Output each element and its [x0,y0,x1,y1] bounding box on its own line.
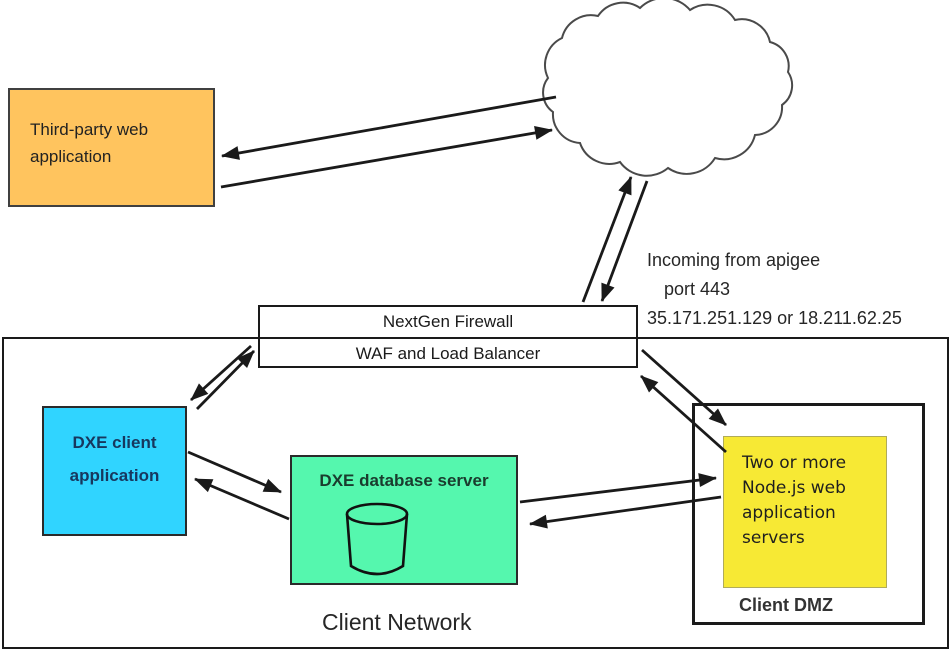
dxe-database-server-label: DXE database server [319,471,489,490]
arrow-cloud-to-firewall [600,180,649,302]
client-network-label: Client Network [322,609,472,635]
client-dmz-label: Client DMZ [739,595,833,615]
nodejs-servers-box: Two or more Node.js web application serv… [723,436,887,588]
incoming-note-line2: port 443 [664,279,731,299]
apigee-cloud-label: apigee authentication server [558,56,773,118]
nodejs-servers-label: Two or more Node.js web application serv… [742,453,847,548]
firewall-row-nextgen: NextGen Firewall [260,307,636,339]
incoming-note-line3: 35.171.251.129 or 18.211.62.25 [647,308,902,328]
dxe-client-application-box: DXE client application [42,406,187,536]
dxe-database-server-box: DXE database server [290,455,518,585]
incoming-note-line1: Incoming from apigee [647,250,821,270]
apigee-cloud-label-line2: server [640,92,691,112]
client-dmz-box: Two or more Node.js web application serv… [692,403,925,625]
apigee-cloud-label-line1: apigee authentication [579,61,752,81]
arrow-firewall-to-cloud [581,176,633,303]
dxe-client-label-line2: application [69,466,160,485]
third-party-web-application-label: Third-party web application [30,120,149,166]
dxe-client-label-line1: DXE client [72,433,157,452]
incoming-from-apigee-note: Incoming from apigee port 443 35.171.251… [647,246,902,333]
third-party-web-application-box: Third-party web application [8,88,215,207]
firewall-box: NextGen Firewall WAF and Load Balancer [258,305,638,368]
firewall-row-waf: WAF and Load Balancer [355,344,541,363]
arrow-thirdparty-to-cloud [220,125,553,189]
arrow-cloud-to-thirdparty [221,95,557,160]
